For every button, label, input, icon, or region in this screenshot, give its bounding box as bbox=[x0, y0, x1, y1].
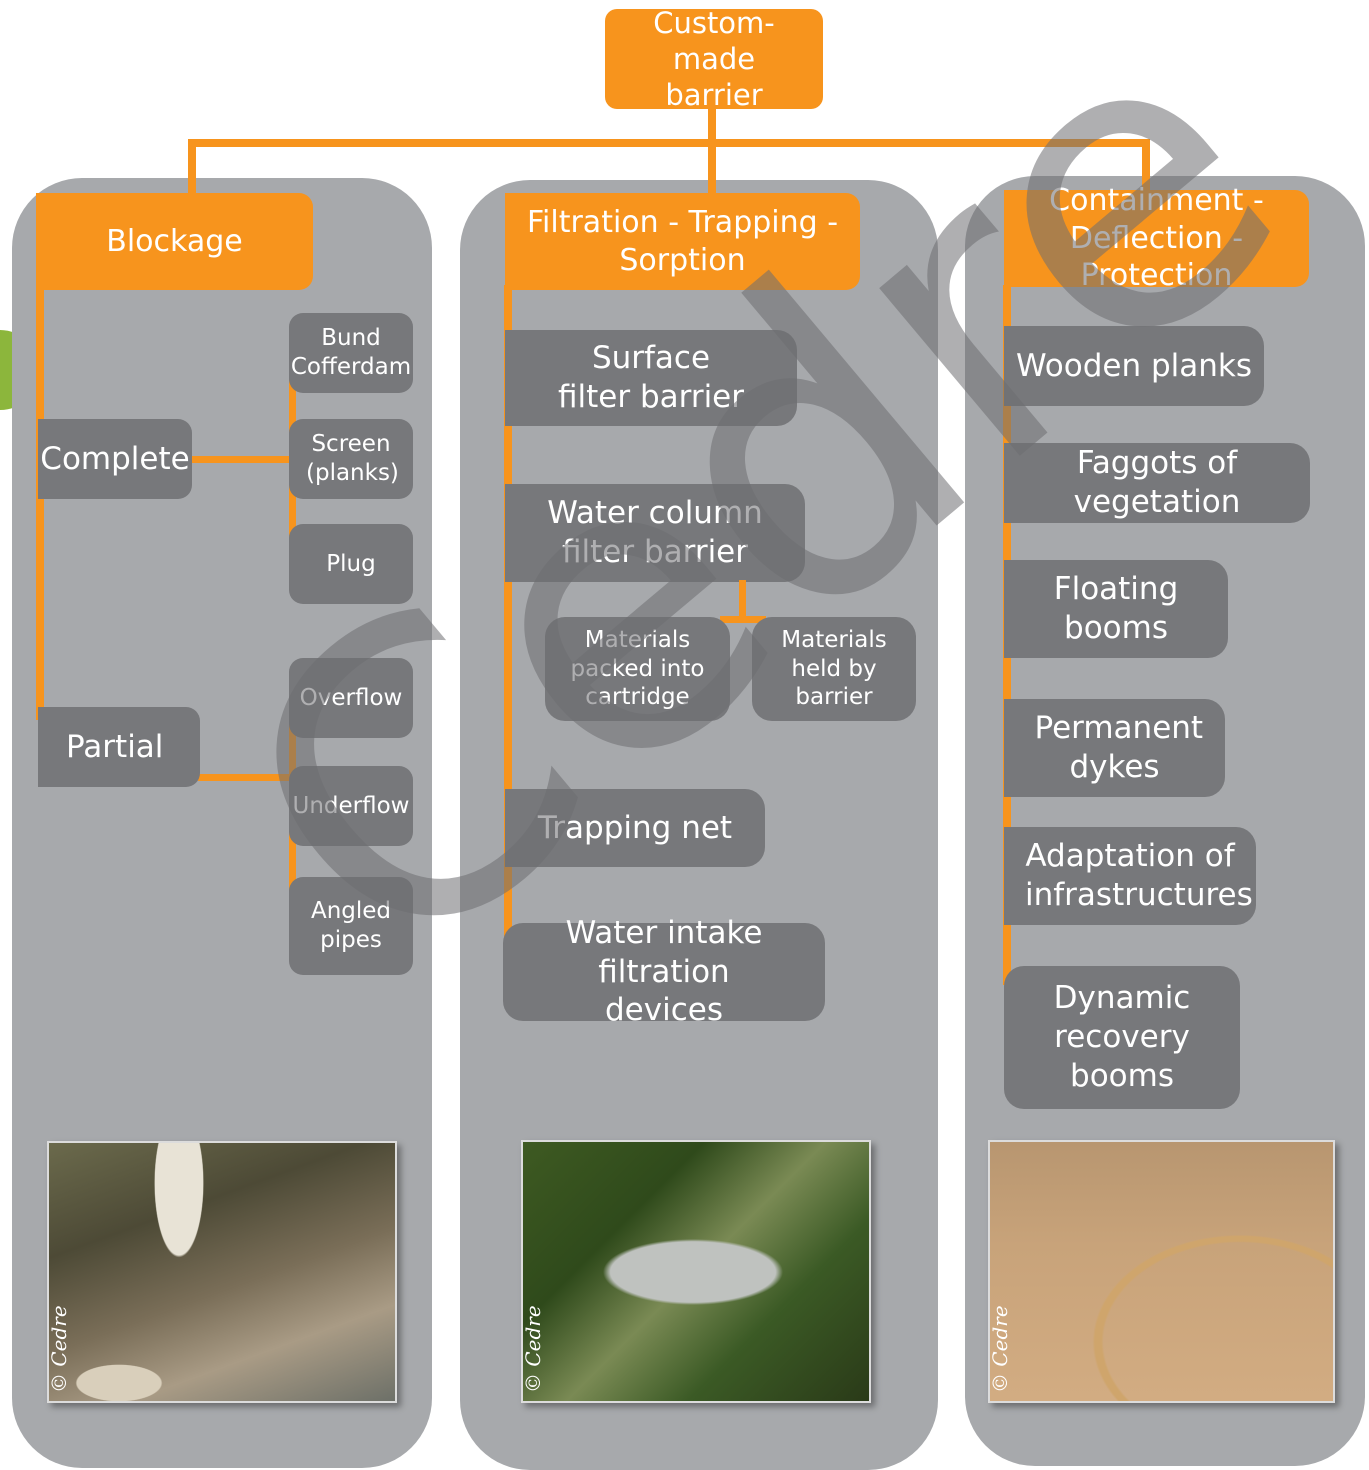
node-trapping-net-label: Trapping net bbox=[537, 809, 733, 846]
filtration-header: Filtration - Trapping - Sorption bbox=[505, 193, 860, 290]
node-faggots-vegetation-label: Faggots of vegetation bbox=[1073, 445, 1241, 520]
node-partial: Partial bbox=[38, 707, 200, 787]
complete-connector bbox=[190, 456, 294, 463]
partial-connector bbox=[198, 774, 294, 781]
node-floating-booms-label: Floating booms bbox=[1053, 571, 1179, 646]
node-surface-filter-barrier: Surface filter barrier bbox=[505, 330, 797, 426]
sub-connector-horizontal bbox=[720, 616, 766, 623]
node-trapping-net: Trapping net bbox=[505, 789, 765, 867]
photo-containment-credit: © Cedre bbox=[988, 1305, 1012, 1393]
node-permanent-dykes: Permanent dykes bbox=[1004, 699, 1225, 797]
containment-header: Containment - Deflection - Protection bbox=[1004, 183, 1309, 293]
root-node: Custom-made barrier bbox=[605, 6, 823, 112]
node-angled-pipes: Angled pipes bbox=[289, 877, 413, 975]
node-floating-booms: Floating booms bbox=[1004, 560, 1228, 658]
node-plug: Plug bbox=[289, 524, 413, 604]
filtration-spine bbox=[504, 285, 512, 965]
photo-blockage-credit: © Cedre bbox=[47, 1305, 71, 1393]
node-dynamic-recovery-booms: Dynamic recovery booms bbox=[1004, 966, 1240, 1109]
node-complete: Complete bbox=[38, 419, 192, 499]
node-underflow-label: Underflow bbox=[292, 792, 410, 819]
node-wooden-planks: Wooden planks bbox=[1004, 326, 1264, 406]
node-wooden-planks-label: Wooden planks bbox=[1015, 347, 1253, 384]
node-bund-cofferdam: Bund Cofferdam bbox=[289, 313, 413, 393]
node-bund-cofferdam-label: Bund Cofferdam bbox=[290, 325, 412, 380]
photo-containment: © Cedre bbox=[988, 1140, 1335, 1403]
blockage-spine bbox=[36, 285, 44, 720]
root-connector bbox=[708, 108, 716, 144]
node-screen-planks: Screen (planks) bbox=[289, 419, 413, 499]
node-complete-label: Complete bbox=[40, 440, 190, 477]
connector-filtration bbox=[708, 139, 716, 194]
photo-filtration-credit: © Cedre bbox=[521, 1305, 545, 1393]
node-adaptation-infrastructures-label: Adaptation of infrastructures bbox=[1025, 838, 1253, 913]
node-adaptation-infrastructures: Adaptation of infrastructures bbox=[1004, 827, 1256, 925]
photo-filtration: © Cedre bbox=[521, 1140, 871, 1403]
node-materials-cartridge: Materials packed into cartridge bbox=[545, 617, 730, 721]
node-angled-pipes-label: Angled pipes bbox=[310, 898, 392, 953]
connector-blockage bbox=[188, 139, 196, 194]
top-connector bbox=[188, 139, 1150, 147]
containment-title: Containment - Deflection - Protection bbox=[1049, 183, 1264, 294]
node-partial-label: Partial bbox=[66, 728, 164, 765]
node-overflow-label: Overflow bbox=[299, 684, 403, 711]
node-faggots-vegetation: Faggots of vegetation bbox=[1004, 443, 1310, 523]
node-materials-barrier: Materials held by barrier bbox=[752, 617, 916, 721]
node-water-intake-filtration: Water intake filtration devices bbox=[503, 915, 825, 1028]
node-water-column-filter-barrier-label: Water column filter barrier bbox=[547, 495, 763, 570]
root-label: Custom-made barrier bbox=[653, 5, 775, 113]
sub-connector-vertical bbox=[739, 580, 746, 622]
node-underflow: Underflow bbox=[289, 766, 413, 846]
node-permanent-dykes-label: Permanent dykes bbox=[1034, 710, 1204, 785]
filtration-title: Filtration - Trapping - Sorption bbox=[526, 205, 839, 278]
node-materials-barrier-label: Materials held by barrier bbox=[781, 626, 887, 711]
photo-blockage: © Cedre bbox=[47, 1141, 397, 1403]
connector-containment bbox=[1142, 139, 1150, 194]
node-plug-label: Plug bbox=[326, 550, 376, 577]
blockage-title: Blockage bbox=[106, 223, 243, 259]
blockage-header: Blockage bbox=[36, 193, 313, 290]
node-materials-cartridge-label: Materials packed into cartridge bbox=[570, 626, 705, 711]
node-water-intake-filtration-label: Water intake filtration devices bbox=[565, 914, 763, 1029]
node-water-column-filter-barrier: Water column filter barrier bbox=[505, 484, 805, 582]
node-dynamic-recovery-booms-label: Dynamic recovery booms bbox=[1053, 980, 1191, 1094]
node-overflow: Overflow bbox=[289, 658, 413, 738]
node-surface-filter-barrier-label: Surface filter barrier bbox=[557, 340, 744, 415]
node-screen-planks-label: Screen (planks) bbox=[306, 431, 399, 486]
